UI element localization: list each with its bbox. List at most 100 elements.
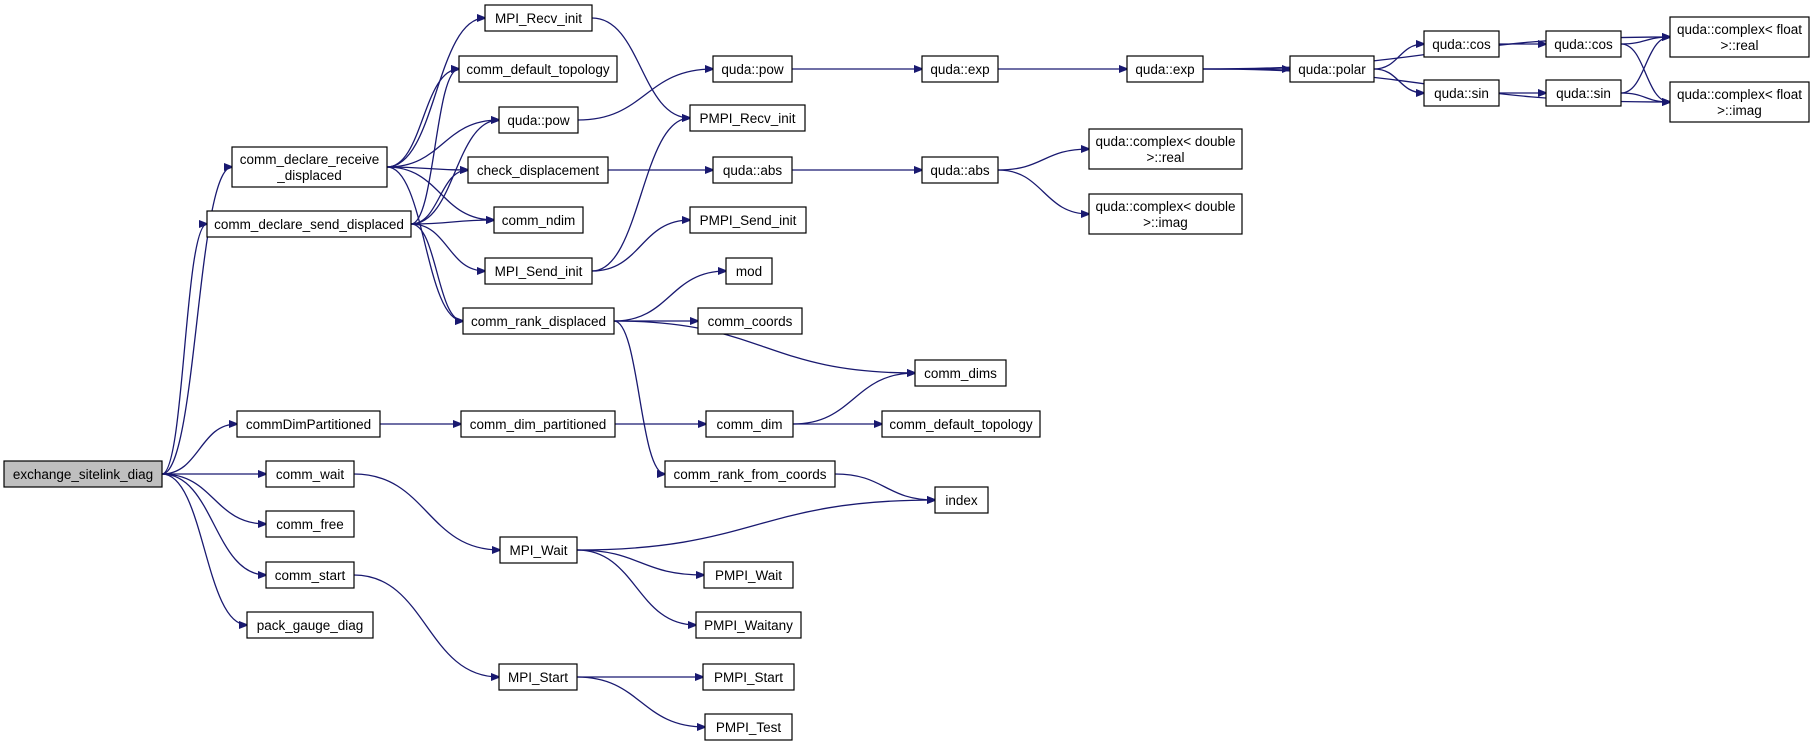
edge-comm_declare_send_displaced-to-comm_ndim — [410, 220, 494, 225]
node-complex_double_real[interactable]: quda::complex< double>::real — [1088, 128, 1243, 170]
node-MPI_Wait[interactable]: MPI_Wait — [499, 536, 578, 564]
node-comm_rank_from_coords[interactable]: comm_rank_from_coords — [664, 460, 836, 488]
node-box — [1126, 55, 1204, 83]
edge-comm_wait-to-MPI_Wait — [353, 473, 500, 550]
node-comm_declare_receive_displaced[interactable]: comm_declare_receive_displaced — [231, 146, 388, 188]
node-box — [265, 460, 355, 488]
node-box — [881, 410, 1041, 438]
node-pack_gauge_diag[interactable]: pack_gauge_diag — [246, 611, 374, 639]
node-MPI_Recv_init[interactable]: MPI_Recv_init — [484, 4, 593, 32]
node-check_displacement[interactable]: check_displacement — [467, 156, 609, 184]
node-mod[interactable]: mod — [725, 257, 773, 285]
edge-MPI_Send_init-to-PMPI_Send_init — [591, 220, 690, 272]
node-label: comm_dims — [924, 366, 997, 381]
node-label: comm_default_topology — [466, 62, 610, 77]
edge-comm_declare_receive_displaced-to-comm_ndim — [386, 166, 494, 220]
node-label: quda::complex< float — [1677, 87, 1802, 102]
node-box — [1423, 79, 1500, 107]
node-label: >::imag — [1717, 103, 1762, 118]
node-quda_abs_2[interactable]: quda::abs — [921, 156, 999, 184]
node-PMPI_Test[interactable]: PMPI_Test — [704, 713, 793, 741]
node-quda_exp_2[interactable]: quda::exp — [1126, 55, 1204, 83]
node-quda_pow_2[interactable]: quda::pow — [712, 55, 793, 83]
node-label: commDimPartitioned — [246, 417, 371, 432]
node-box — [206, 210, 412, 238]
node-box — [695, 611, 802, 639]
node-label: quda::pow — [721, 62, 784, 77]
node-index[interactable]: index — [934, 486, 989, 514]
edge-exchange_sitelink_diag-to-comm_declare_receive_displaced — [161, 167, 232, 475]
node-label: quda::abs — [930, 163, 990, 178]
node-label: MPI_Wait — [509, 543, 567, 558]
edge-comm_declare_receive_displaced-to-check_displacement — [386, 167, 468, 170]
node-comm_dim_partitioned[interactable]: comm_dim_partitioned — [460, 410, 616, 438]
edge-comm_rank_displaced-to-mod — [613, 271, 726, 322]
node-PMPI_Start[interactable]: PMPI_Start — [702, 663, 795, 691]
node-complex_float_imag[interactable]: quda::complex< float>::imag — [1669, 81, 1810, 123]
edge-comm_declare_receive_displaced-to-MPI_Recv_init — [386, 18, 485, 168]
node-comm_default_topology_1[interactable]: comm_default_topology — [458, 55, 618, 83]
node-box — [499, 536, 578, 564]
node-box — [914, 359, 1007, 387]
edge-quda_polar-to-quda_sin_1 — [1373, 68, 1424, 93]
node-PMPI_Waitany[interactable]: PMPI_Waitany — [695, 611, 802, 639]
node-quda_cos_1[interactable]: quda::cos — [1423, 30, 1500, 58]
edge-MPI_Wait-to-PMPI_Wait — [576, 549, 704, 575]
node-quda_abs_1[interactable]: quda::abs — [712, 156, 793, 184]
node-box — [1669, 81, 1810, 123]
node-quda_polar[interactable]: quda::polar — [1289, 55, 1375, 83]
node-PMPI_Send_init[interactable]: PMPI_Send_init — [689, 206, 807, 234]
node-comm_default_topology_2[interactable]: comm_default_topology — [881, 410, 1041, 438]
node-label: comm_free — [276, 517, 344, 532]
node-quda_cos_2[interactable]: quda::cos — [1545, 30, 1622, 58]
node-box — [467, 156, 609, 184]
function-nodes: exchange_sitelink_diag comm_declare_recei… — [3, 4, 1810, 741]
node-comm_dims[interactable]: comm_dims — [914, 359, 1007, 387]
node-PMPI_Recv_init[interactable]: PMPI_Recv_init — [689, 104, 806, 132]
node-label: MPI_Start — [508, 670, 568, 685]
node-MPI_Send_init[interactable]: MPI_Send_init — [484, 257, 593, 285]
node-comm_rank_displaced[interactable]: comm_rank_displaced — [462, 307, 615, 335]
node-box — [712, 156, 793, 184]
node-box — [664, 460, 836, 488]
edge-quda_abs_2-to-complex_double_imag — [997, 169, 1089, 214]
node-label: comm_rank_from_coords — [673, 467, 826, 482]
node-comm_wait[interactable]: comm_wait — [265, 460, 355, 488]
node-label: quda::complex< float — [1677, 22, 1802, 37]
node-exchange_sitelink_diag[interactable]: exchange_sitelink_diag — [3, 460, 163, 488]
node-comm_free[interactable]: comm_free — [265, 510, 355, 538]
edge-comm_declare_send_displaced-to-quda_pow_1 — [410, 120, 499, 225]
node-comm_dim[interactable]: comm_dim — [705, 410, 794, 438]
node-quda_sin_1[interactable]: quda::sin — [1423, 79, 1500, 107]
node-label: comm_ndim — [502, 213, 576, 228]
edge-exchange_sitelink_diag-to-comm_declare_send_displaced — [161, 224, 207, 475]
node-box — [1289, 55, 1375, 83]
node-MPI_Start[interactable]: MPI_Start — [498, 663, 578, 691]
node-label: quda::cos — [1432, 37, 1491, 52]
node-quda_exp_1[interactable]: quda::exp — [921, 55, 999, 83]
node-label: PMPI_Start — [714, 670, 783, 685]
node-box — [1669, 16, 1810, 58]
node-comm_ndim[interactable]: comm_ndim — [493, 206, 584, 234]
node-commDimPartitioned[interactable]: commDimPartitioned — [236, 410, 381, 438]
node-box — [689, 104, 806, 132]
node-label: quda::exp — [1135, 62, 1194, 77]
node-label: comm_coords — [708, 314, 793, 329]
node-comm_start[interactable]: comm_start — [265, 561, 355, 589]
edge-quda_sin_2-to-complex_float_real — [1620, 37, 1670, 94]
edge-comm_dim-to-comm_dims — [792, 373, 915, 425]
edge-comm_declare_send_displaced-to-comm_rank_displaced — [410, 223, 463, 321]
node-label: comm_declare_receive — [240, 152, 380, 167]
node-label: check_displacement — [477, 163, 600, 178]
node-comm_coords[interactable]: comm_coords — [697, 307, 803, 335]
node-label: comm_declare_send_displaced — [214, 217, 404, 232]
node-complex_float_real[interactable]: quda::complex< float>::real — [1669, 16, 1810, 58]
node-box — [1423, 30, 1500, 58]
node-complex_double_imag[interactable]: quda::complex< double>::imag — [1088, 193, 1243, 235]
node-quda_pow_1[interactable]: quda::pow — [498, 106, 579, 134]
node-PMPI_Wait[interactable]: PMPI_Wait — [703, 561, 794, 589]
node-quda_sin_2[interactable]: quda::sin — [1545, 79, 1622, 107]
node-comm_declare_send_displaced[interactable]: comm_declare_send_displaced — [206, 210, 412, 238]
node-label: MPI_Recv_init — [495, 11, 582, 26]
node-box — [3, 460, 163, 488]
